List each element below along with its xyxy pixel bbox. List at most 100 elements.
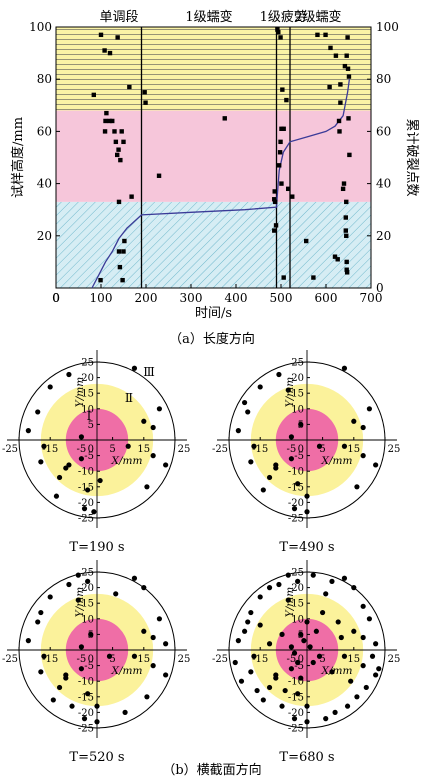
crack-point-2	[295, 578, 301, 584]
crack-point-3	[242, 399, 248, 406]
event-marker-22	[121, 249, 126, 254]
crack-point-3	[257, 594, 263, 600]
event-marker-20	[117, 264, 123, 270]
crack-point-7	[41, 653, 47, 659]
y-axis-label: 试样高度/mm	[10, 117, 26, 198]
crack-point-4	[38, 609, 44, 616]
crack-point-23	[156, 616, 162, 622]
event-marker-39	[278, 139, 283, 145]
event-marker-33	[272, 189, 277, 194]
x-tick-label-3: 5	[109, 654, 115, 665]
crack-point-29	[106, 653, 113, 659]
crack-point-58	[320, 609, 326, 616]
stage-label-2: 1级疲劳	[260, 9, 307, 25]
event-marker-61	[341, 181, 347, 186]
crack-point-56	[266, 641, 273, 647]
y-tick-label-6: -5	[84, 451, 94, 462]
crack-point-16	[63, 672, 69, 678]
crack-point-12	[78, 456, 84, 462]
crack-point-17	[125, 443, 131, 449]
crack-point-15	[288, 666, 294, 672]
x-tick-label-4: 15	[347, 444, 360, 455]
y-tick-label-zero: 0	[298, 444, 304, 455]
y-tick-label-3: 80	[37, 72, 52, 86]
crack-point-63	[295, 659, 301, 666]
crack-point-23	[78, 434, 84, 440]
event-marker-53	[327, 84, 332, 90]
crack-point-9	[266, 684, 273, 691]
ring-label-1: Ⅰ	[87, 409, 92, 423]
event-marker-27	[143, 100, 148, 105]
crack-point-44	[376, 666, 382, 672]
crack-point-25	[298, 421, 304, 427]
plot-frame	[55, 26, 372, 289]
event-marker-15	[121, 139, 126, 145]
crack-point-17	[354, 694, 360, 700]
cross-section-caption: T=680 s	[279, 750, 334, 765]
crack-point-9	[81, 506, 88, 512]
crack-point-47	[323, 716, 329, 722]
y-axis-label: Y/mm	[74, 377, 86, 407]
x-tick-label-1: -15	[42, 444, 58, 455]
crack-point-32	[69, 703, 75, 709]
y2-axis-label: 累计破裂点数	[404, 118, 419, 196]
crack-point-18	[141, 418, 147, 424]
event-marker-57	[337, 129, 342, 134]
crack-point-35	[232, 659, 238, 666]
crack-point-30	[285, 597, 291, 603]
crack-point-20	[341, 653, 348, 659]
y-tick-label-2: 15	[291, 599, 304, 610]
event-marker-26	[142, 90, 147, 95]
crack-point-12	[81, 716, 88, 722]
crack-point-62	[313, 628, 319, 634]
x-tick-label-4: 15	[347, 654, 360, 665]
y-tick-label-zero: 0	[298, 654, 304, 665]
event-marker-64	[344, 53, 349, 58]
x-tick-label-2: -5	[77, 654, 87, 665]
event-marker-48	[290, 194, 295, 199]
crack-point-13	[66, 462, 72, 468]
crack-point-18	[341, 443, 348, 449]
x-tick-label-0: -25	[2, 444, 18, 455]
event-marker-12	[116, 147, 121, 152]
crack-point-16	[150, 453, 156, 459]
crack-point-22	[150, 634, 156, 641]
event-marker-42	[277, 163, 282, 168]
y-tick-label-6: -5	[84, 661, 94, 672]
crack-point-24	[341, 575, 348, 581]
event-marker-69	[344, 233, 349, 238]
crack-point-12	[304, 493, 310, 499]
event-marker-66	[346, 74, 352, 79]
y-tick-label-3: 10	[81, 404, 94, 415]
crack-point-26	[316, 443, 323, 449]
x-tick-label-6: 600	[315, 291, 338, 305]
event-marker-44	[279, 181, 284, 186]
crack-point-5	[245, 619, 251, 625]
event-marker-40	[279, 126, 284, 131]
crack-point-1	[75, 572, 81, 578]
x-tick-label-2: -5	[287, 444, 297, 455]
event-marker-65	[345, 66, 351, 71]
y-tick-label-9: -20	[288, 708, 304, 719]
crack-point-61	[338, 634, 344, 641]
event-marker-5	[104, 110, 109, 116]
crack-point-18	[373, 672, 379, 678]
event-marker-17	[127, 84, 132, 90]
y2-tick-label-1: 20	[376, 229, 391, 243]
event-marker-73	[345, 35, 350, 40]
y-tick-label-8: -15	[78, 692, 94, 703]
y-tick-label-8: -15	[288, 692, 304, 703]
crack-point-38	[242, 628, 248, 634]
crack-point-8	[85, 487, 91, 493]
crack-point-21	[366, 406, 372, 412]
y-tick-label-0: 25	[291, 358, 304, 369]
crack-point-1	[47, 384, 53, 390]
stage-label-3: 2级蠕变	[294, 9, 341, 25]
crack-point-14	[94, 703, 100, 709]
y-tick-label-1: 20	[81, 583, 94, 594]
event-marker-70	[344, 259, 349, 265]
crack-point-6	[25, 638, 31, 644]
event-marker-77	[335, 257, 340, 262]
